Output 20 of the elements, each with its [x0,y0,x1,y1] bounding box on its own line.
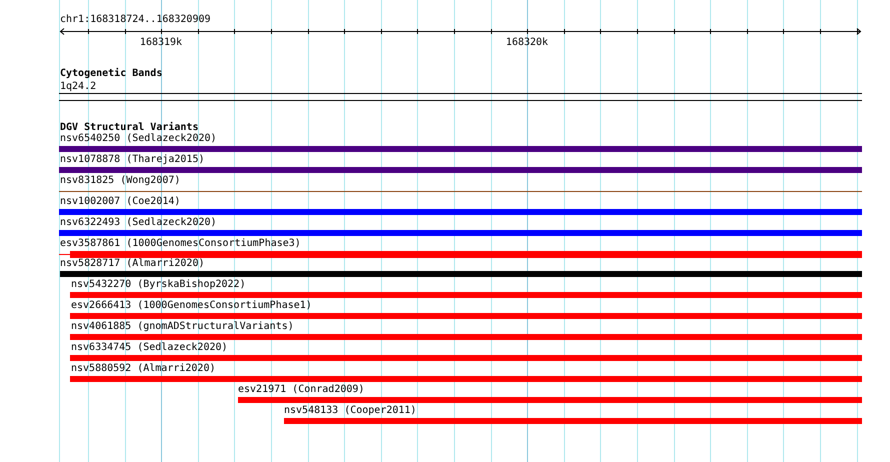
variant-label: nsv831825 (Wong2007) [60,174,180,187]
variant-label: nsv5828717 (Almarri2020) [60,258,204,270]
variant-label: nsv6540250 (Sedlazeck2020) [60,133,217,145]
variant-label: esv21971 (Conrad2009) [238,384,364,396]
position-range: chr1:168318724..168320909 [60,14,211,26]
variant-label: nsv6334745 (Sedlazeck2020) [71,342,228,354]
track-title: Cytogenetic Bands [60,68,162,80]
variant-label: nsv1078878 (Thareja2015) [60,154,204,166]
variant-label: nsv6322493 (Sedlazeck2020) [60,216,217,229]
tick-label: 168320k [506,37,548,49]
variant-label: nsv5880592 (Almarri2020) [71,362,216,375]
variant-label: nsv5432270 (ByrskaBishop2022) [71,279,246,292]
variant-label: nsv548133 (Cooper2011) [284,404,416,417]
variant-label: esv3587861 (1000GenomesConsortiumPhase3) [60,238,301,250]
track-title: DGV Structural Variants [60,122,198,133]
band-name: 1q24.2 [60,81,96,93]
variant-label: nsv1002007 (Coe2014) [60,196,180,208]
tick-label: 168319k [140,37,182,49]
variant-label: esv2666413 (1000GenomesConsortiumPhase1) [71,300,312,312]
variant-label: nsv4061885 (gnomADStructuralVariants) [71,321,294,334]
